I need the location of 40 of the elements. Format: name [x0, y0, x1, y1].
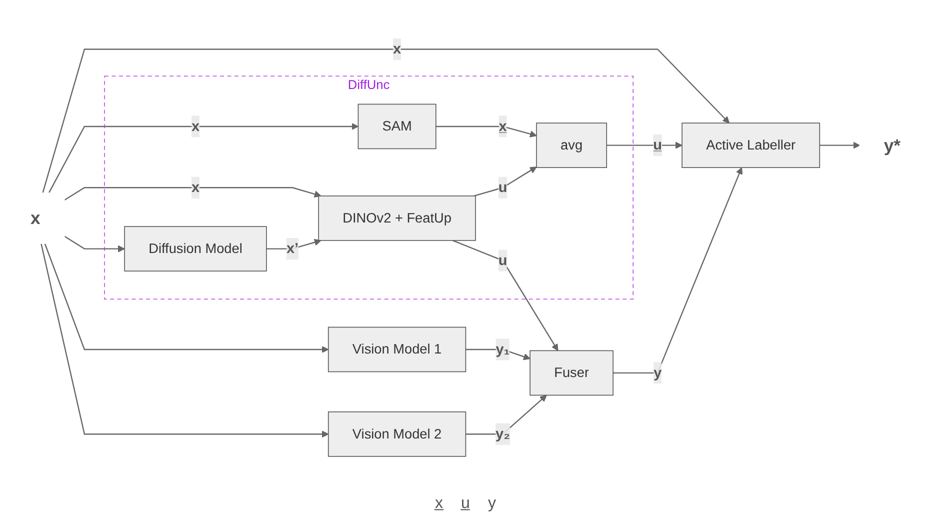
signal-label: y: [488, 495, 496, 513]
node-box: [328, 412, 466, 457]
edge-label: x: [191, 179, 200, 196]
arrow: [606, 142, 682, 149]
edge-label: x̲: [498, 118, 507, 134]
edge-label: u: [498, 252, 508, 268]
arrow: [466, 394, 547, 435]
edge-label: x’: [286, 240, 299, 257]
edge-label: x: [191, 118, 200, 134]
arrow: [474, 166, 537, 197]
signal-label: x̲: [435, 495, 444, 513]
node-box: [530, 350, 614, 396]
arrow: [64, 187, 322, 201]
arrow: [42, 48, 730, 194]
node-box: [124, 226, 267, 272]
edge-label: y₂: [496, 426, 510, 442]
cluster: [104, 76, 634, 300]
arrow: [266, 238, 322, 250]
edge-label: y: [654, 364, 662, 381]
node-box: [328, 326, 466, 372]
signal-label: u̲: [461, 495, 470, 513]
edge-label: u̲: [653, 136, 662, 154]
arrow: [436, 126, 537, 138]
arrow: [613, 167, 743, 374]
arrow: [452, 240, 558, 352]
node-box: [358, 104, 436, 150]
arrow: [64, 236, 125, 252]
edge-label: u: [498, 179, 508, 196]
node-box: [682, 122, 820, 168]
edge-label: y₁: [496, 341, 510, 358]
arrow: [40, 243, 329, 438]
node-box: [536, 122, 608, 168]
node-text: x: [30, 208, 40, 228]
edge-label: x: [393, 40, 402, 57]
block-diagram: DiffUnc x x x x̲ x’ u u u̲ y₁ y₂ y SAM Diffusion Model DINOv2 + FeatUp avg x Active Labeller y* Vision Model 1 Vision Model 2 Fuser: [0, 32, 931, 463]
node-box: [318, 196, 476, 241]
arrow: [48, 123, 359, 194]
arrow: [44, 243, 329, 354]
node-text: y*: [884, 135, 901, 156]
arrow: [820, 142, 860, 149]
